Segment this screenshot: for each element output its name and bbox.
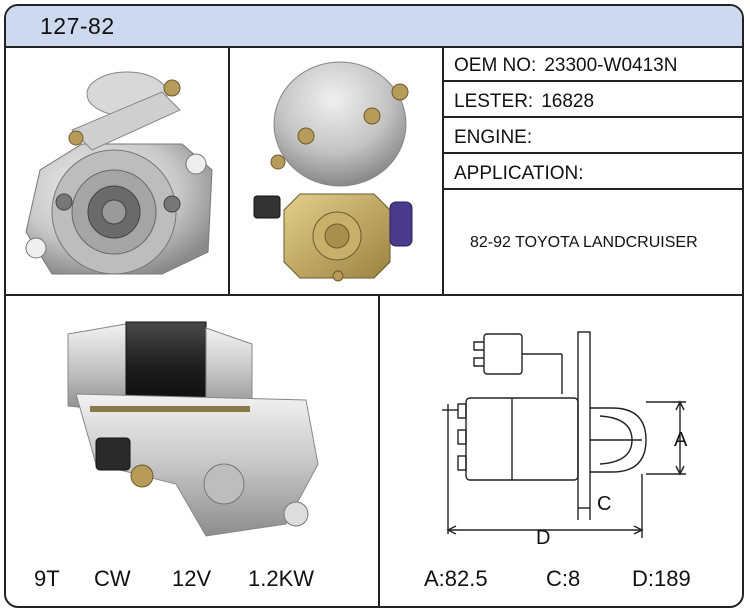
header-bar: 127-82 <box>6 6 742 48</box>
oem-label: OEM NO: <box>454 55 537 76</box>
dim-d-value: D:189 <box>632 566 691 591</box>
divider <box>442 80 742 82</box>
starter-side-photo <box>67 321 319 537</box>
application-label: APPLICATION: <box>454 163 584 184</box>
application-value: 82-92 TOYOTA LANDCRUISER <box>470 234 698 251</box>
engine-label: ENGINE: <box>454 127 533 148</box>
spec-sheet: 127-82 OEM NO:23300-W0413N LESTER:16828 … <box>4 4 744 608</box>
starter-rear-photo <box>253 61 413 282</box>
part-number: 127-82 <box>40 13 115 39</box>
dim-letter-a: A <box>674 429 688 451</box>
rating-power: 1.2KW <box>248 566 315 591</box>
starter-front-photo <box>25 71 213 275</box>
divider <box>6 294 742 296</box>
engine-row: ENGINE: <box>454 127 540 149</box>
lester-value: 16828 <box>541 91 595 112</box>
dim-c-value: C:8 <box>546 566 581 591</box>
divider <box>442 152 742 154</box>
divider <box>442 188 742 190</box>
oem-value: 23300-W0413N <box>544 55 678 76</box>
lester-row: LESTER: 16828 <box>454 91 594 113</box>
dim-a-value: A:82.5 <box>424 566 488 591</box>
oem-row: OEM NO: 23300-W0413N <box>454 55 677 77</box>
application-row: APPLICATION: <box>454 163 584 185</box>
rating-rotation: CW <box>94 566 131 591</box>
lester-label: LESTER: <box>454 91 534 112</box>
dimension-drawing: A C D <box>442 331 688 549</box>
rating-voltage: 12V <box>172 566 212 591</box>
divider <box>228 46 230 296</box>
divider <box>442 46 444 296</box>
rating-teeth: 9T <box>34 566 60 591</box>
divider <box>378 296 380 606</box>
divider <box>442 116 742 118</box>
dim-letter-c: C <box>597 493 611 515</box>
dim-letter-d: D <box>536 527 550 549</box>
